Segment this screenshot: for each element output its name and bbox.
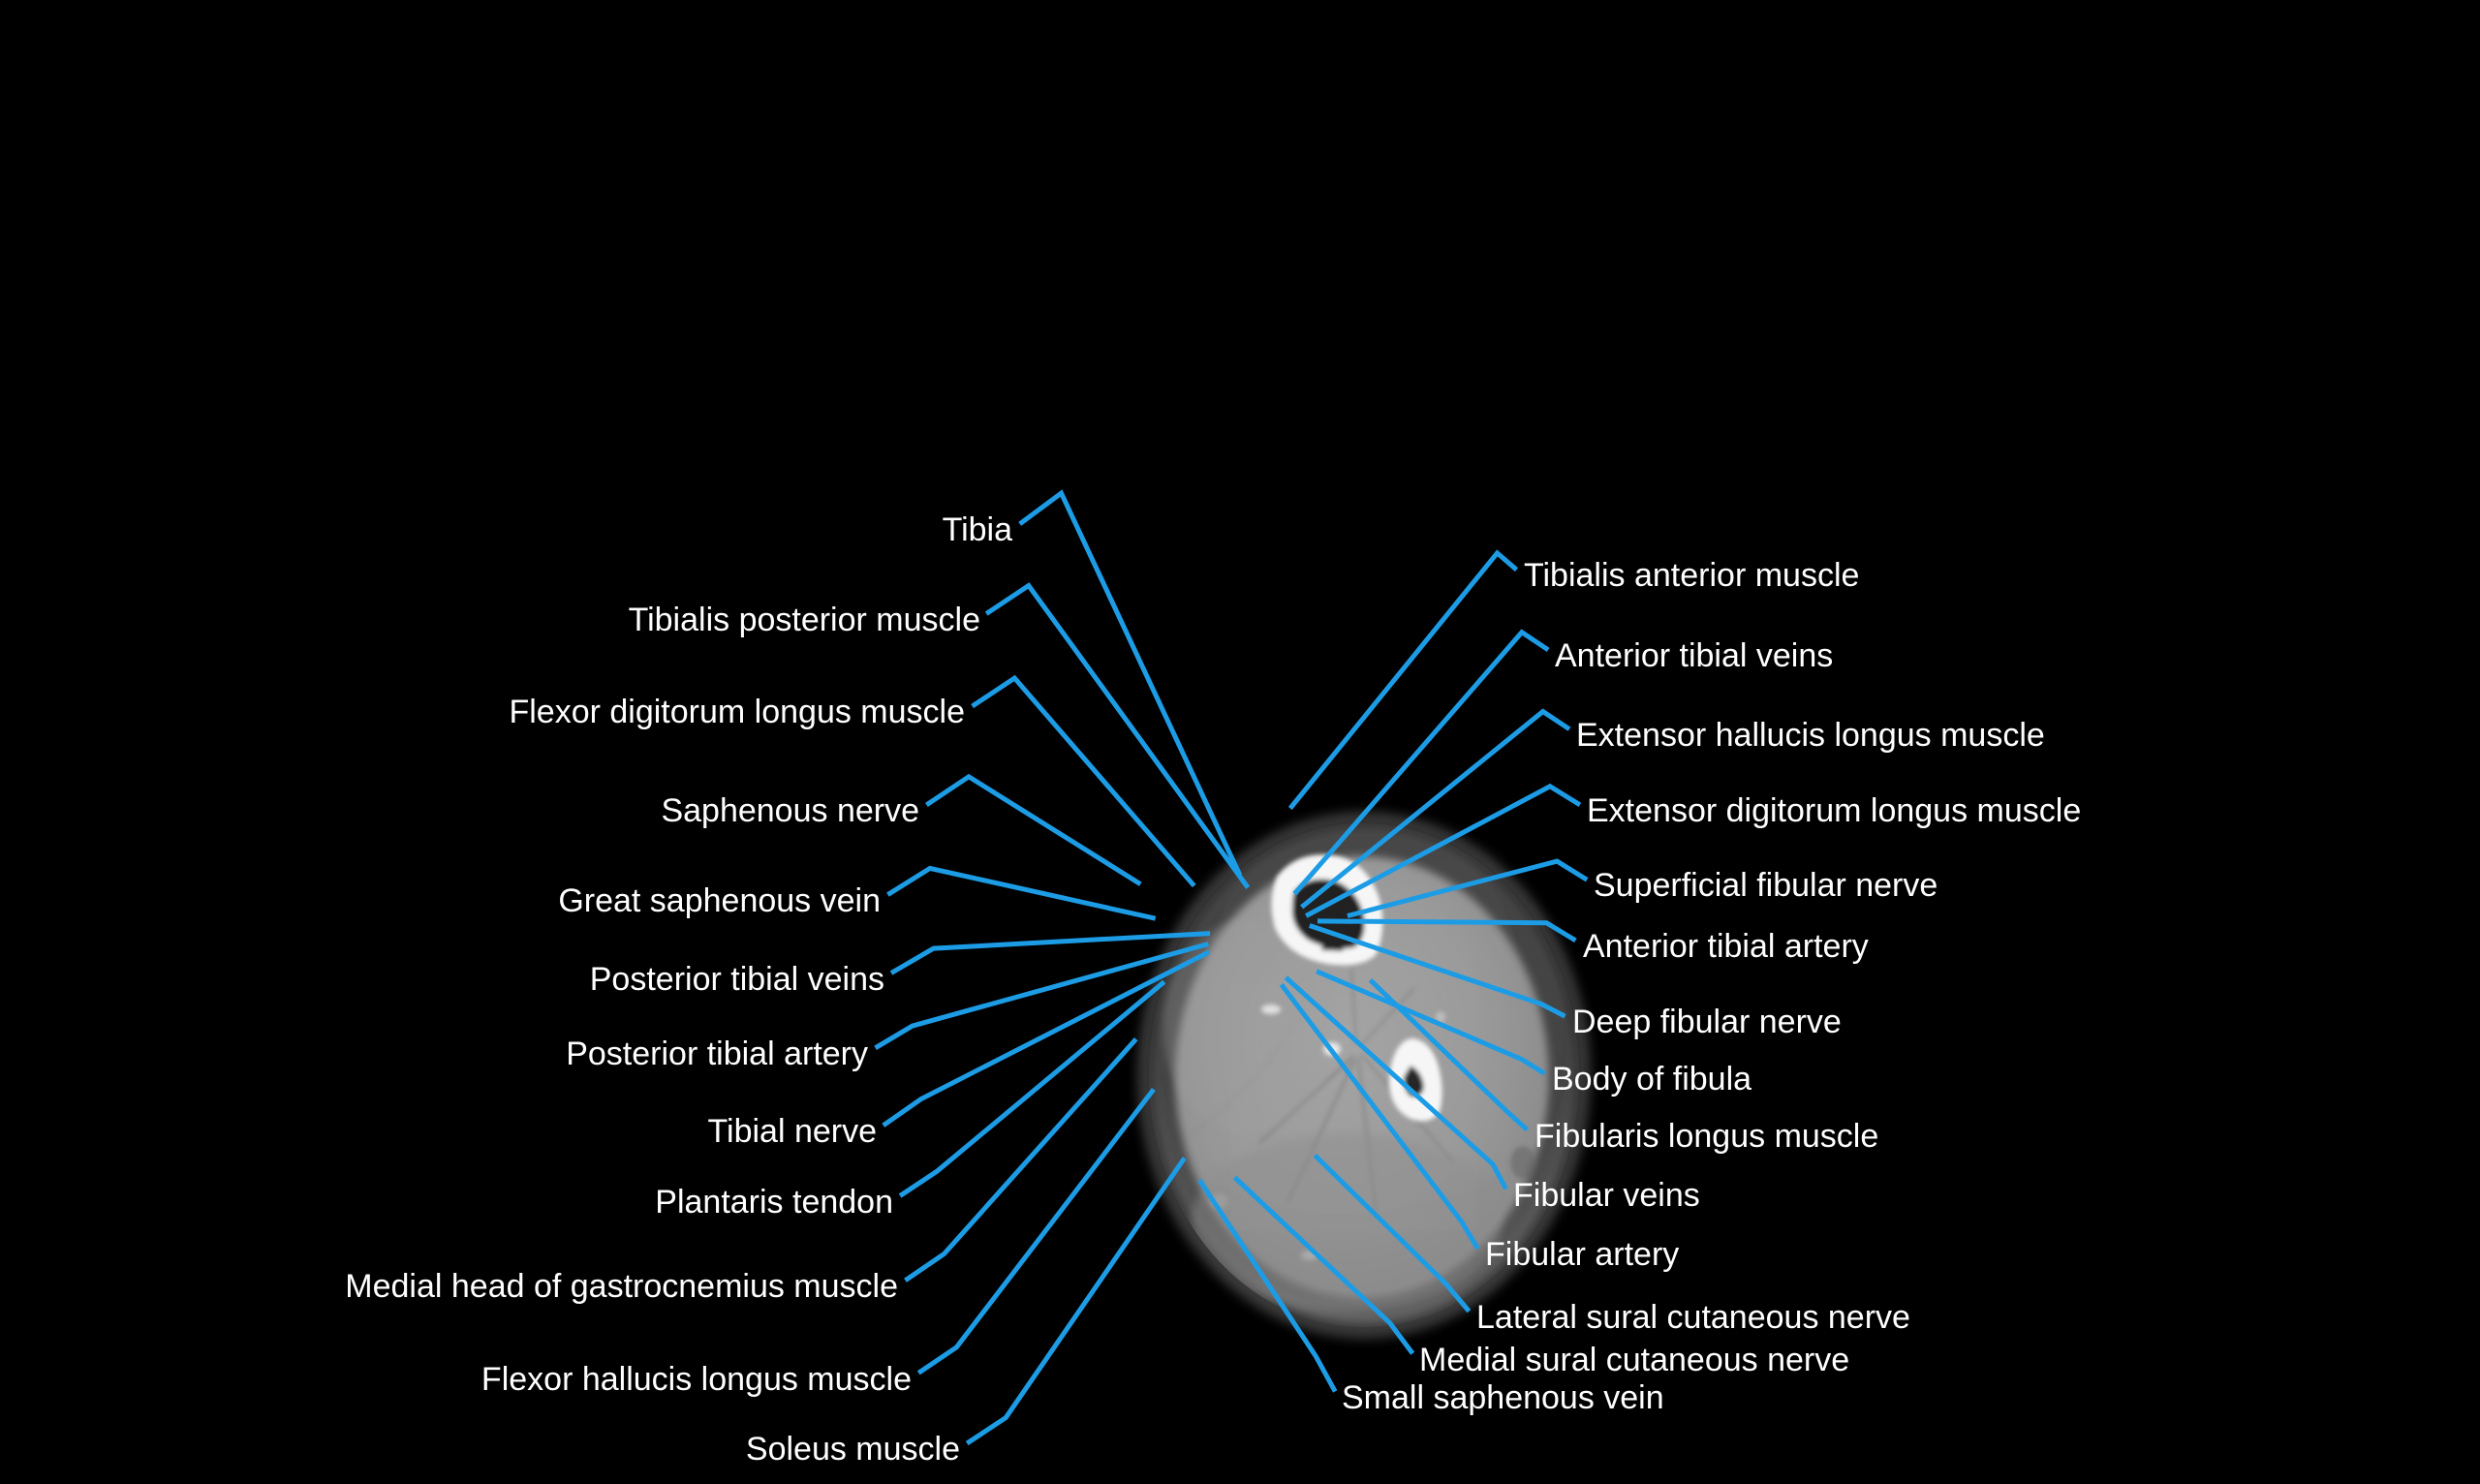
label-flexor-hallucis[interactable]: Flexor hallucis longus muscle bbox=[480, 1361, 912, 1398]
label-medial-gastroc[interactable]: Medial head of gastrocnemius muscle bbox=[345, 1268, 898, 1305]
skin-outline bbox=[1140, 815, 1588, 1336]
label-fibular-veins[interactable]: Fibular veins bbox=[1513, 1177, 1700, 1214]
leader-line-anterior-tib-veins bbox=[1292, 629, 1550, 896]
leader-line-posterior-tib-art bbox=[874, 942, 1209, 1050]
label-posterior-tib-art[interactable]: Posterior tibial artery bbox=[566, 1036, 868, 1072]
leader-line-fibular-artery bbox=[1279, 982, 1480, 1251]
label-deep-fibular[interactable]: Deep fibular nerve bbox=[1572, 1004, 1842, 1040]
label-superficial-fib[interactable]: Superficial fibular nerve bbox=[1594, 867, 1938, 904]
label-body-of-fibula[interactable]: Body of fibula bbox=[1552, 1061, 1752, 1098]
label-flexor-digitorum[interactable]: Flexor digitorum longus muscle bbox=[509, 694, 965, 730]
leader-line-flexor-digitorum bbox=[971, 674, 1196, 888]
label-fibular-artery[interactable]: Fibular artery bbox=[1485, 1236, 1680, 1273]
leader-line-plantaris-tendon bbox=[898, 979, 1166, 1198]
leader-line-anterior-tib-art bbox=[1317, 918, 1577, 943]
label-plantaris-tendon[interactable]: Plantaris tendon bbox=[655, 1184, 893, 1221]
leader-line-medial-sural bbox=[1232, 1175, 1415, 1355]
leader-line-ext-hallucis bbox=[1300, 708, 1571, 910]
leader-line-lateral-sural bbox=[1313, 1153, 1472, 1314]
leader-line-great-saphenous bbox=[886, 865, 1157, 921]
leader-line-fibularis-longus bbox=[1368, 977, 1530, 1132]
label-small-saphenous[interactable]: Small saphenous vein bbox=[1342, 1379, 1664, 1416]
label-ext-hallucis[interactable]: Extensor hallucis longus muscle bbox=[1576, 717, 2045, 754]
leader-line-posterior-tib-veins bbox=[889, 931, 1211, 975]
leader-line-ext-digitorum bbox=[1305, 783, 1582, 918]
leader-line-superficial-fib bbox=[1347, 858, 1589, 918]
ct-noise-overlay bbox=[1149, 823, 1579, 1327]
label-tibialis-posterior[interactable]: Tibialis posterior muscle bbox=[628, 602, 980, 638]
label-ext-digitorum[interactable]: Extensor digitorum longus muscle bbox=[1587, 792, 2082, 829]
label-tibial-nerve[interactable]: Tibial nerve bbox=[707, 1113, 877, 1150]
leader-lines-group bbox=[874, 489, 1589, 1446]
leader-line-tibialis-posterior bbox=[984, 582, 1251, 889]
leader-line-tibialis-anterior bbox=[1287, 549, 1519, 811]
leader-line-saphenous-nerve bbox=[925, 773, 1142, 886]
leader-line-medial-gastroc bbox=[904, 1037, 1138, 1283]
label-tibia[interactable]: Tibia bbox=[942, 511, 1012, 548]
label-fibularis-longus[interactable]: Fibularis longus muscle bbox=[1534, 1118, 1879, 1155]
leader-line-body-of-fibula bbox=[1316, 969, 1546, 1076]
label-saphenous-nerve[interactable]: Saphenous nerve bbox=[661, 792, 919, 829]
leader-line-tibial-nerve bbox=[882, 949, 1211, 1128]
leader-line-fibular-veins bbox=[1284, 975, 1508, 1190]
leader-line-deep-fibular bbox=[1308, 923, 1566, 1019]
leader-line-tibia bbox=[1018, 489, 1243, 877]
label-anterior-tib-veins[interactable]: Anterior tibial veins bbox=[1555, 637, 1834, 674]
label-tibialis-anterior[interactable]: Tibialis anterior muscle bbox=[1524, 557, 1860, 594]
leader-line-soleus bbox=[965, 1157, 1187, 1446]
label-great-saphenous[interactable]: Great saphenous vein bbox=[558, 882, 881, 919]
label-soleus[interactable]: Soleus muscle bbox=[745, 1431, 960, 1468]
leader-line-flexor-hallucis bbox=[916, 1087, 1156, 1376]
label-medial-sural[interactable]: Medial sural cutaneous nerve bbox=[1419, 1342, 1850, 1378]
label-posterior-tib-veins[interactable]: Posterior tibial veins bbox=[589, 961, 884, 998]
leader-line-small-saphenous bbox=[1197, 1178, 1338, 1393]
label-lateral-sural[interactable]: Lateral sural cutaneous nerve bbox=[1476, 1299, 1910, 1336]
label-anterior-tib-art[interactable]: Anterior tibial artery bbox=[1583, 928, 1869, 965]
